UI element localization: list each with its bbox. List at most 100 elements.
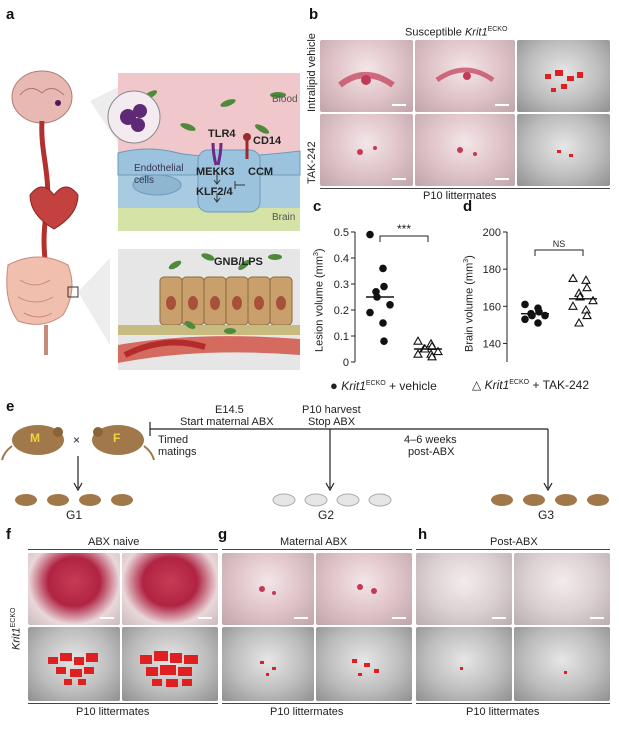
g3-pups-icon	[491, 494, 609, 506]
cd14-label: CD14	[253, 135, 282, 147]
significance-label: ***	[397, 222, 411, 236]
reconstruction-vehicle	[517, 40, 610, 112]
y-tick-label: 0.3	[334, 279, 349, 291]
g1-label: G1	[66, 508, 83, 522]
p10-harvest-label: P10 harvest	[302, 404, 361, 416]
row-label-tak242: TAK-242	[306, 141, 318, 184]
legend-filled-circle-icon: ●	[330, 378, 338, 393]
weeks-label: 4–6 weeks	[404, 434, 457, 446]
g2-label: G2	[318, 508, 335, 522]
panel-h-footer: P10 littermates	[466, 706, 540, 718]
tlr4-label: TLR4	[208, 128, 236, 140]
data-point	[582, 282, 592, 292]
y-tick-label: 0.2	[334, 305, 349, 317]
reconstruction-post-abx-1	[416, 627, 512, 701]
g2-pups-icon	[272, 493, 392, 507]
data-point	[581, 304, 591, 314]
photo-vehicle-2	[415, 40, 515, 112]
panel-label-d: d	[463, 198, 473, 215]
data-point	[427, 351, 437, 361]
photo-maternal-abx-1	[222, 553, 314, 625]
panel-a-illustration	[6, 70, 301, 370]
photo-maternal-abx-2	[316, 553, 412, 625]
panel-label-c: c	[313, 198, 322, 215]
timed-label: Timed	[158, 434, 189, 446]
data-point	[366, 308, 374, 317]
reconstruction-abx-naive-2	[122, 627, 218, 701]
ccm-label: CCM	[248, 166, 274, 178]
matings-label: matings	[158, 446, 197, 458]
y-tick-label: 0	[343, 357, 349, 369]
endothelial-label: Endothelial cells	[134, 163, 184, 186]
legend-vehicle: ● Krit1ECKO + vehicle	[330, 378, 437, 393]
data-point	[568, 301, 578, 310]
mouse-m-label: M	[30, 431, 40, 445]
panel-label-a: a	[6, 6, 15, 23]
photo-tak242-2	[415, 114, 515, 186]
panel-label-g: g	[218, 526, 228, 543]
reconstruction-abx-naive-1	[28, 627, 120, 701]
data-point	[380, 337, 388, 345]
data-point	[413, 336, 423, 345]
data-point	[379, 264, 387, 273]
y-tick-label: 200	[483, 227, 501, 239]
mekk3-label: MEKK3	[196, 166, 235, 178]
significance-label: NS	[553, 239, 566, 249]
panel-e-timeline	[1, 422, 609, 507]
blood-label: Blood	[272, 94, 298, 105]
y-tick-label: 0.5	[334, 227, 349, 239]
g3-label: G3	[538, 508, 555, 522]
panel-b-footer: P10 littermates	[423, 190, 497, 202]
panel-label-f: f	[6, 526, 11, 543]
photo-post-abx-2	[514, 553, 610, 625]
panel-b-title: Susceptible Krit1ECKO	[405, 26, 508, 39]
photo-tak242-1	[320, 114, 413, 186]
data-point	[380, 282, 388, 291]
panel-f-footer: P10 littermates	[76, 706, 150, 718]
row-label-vehicle: Intralipid vehicle	[306, 33, 318, 112]
significance-bracket	[379, 235, 429, 242]
data-point	[366, 230, 374, 239]
panel-h-title: Post-ABX	[490, 536, 538, 548]
legend-tak242: △ Krit1ECKO + TAK-242	[472, 378, 590, 392]
stop-abx-label: Stop ABX	[308, 416, 356, 428]
panel-f-title: ABX naive	[88, 536, 140, 548]
klf-label: KLF2/4	[196, 186, 233, 198]
data-point	[433, 346, 443, 356]
start-abx-label: Start maternal ABX	[180, 416, 274, 428]
heart-illustration	[29, 186, 79, 230]
reconstruction-maternal-abx-2	[316, 627, 412, 701]
data-point	[528, 311, 536, 320]
y-tick-label: 0.4	[334, 253, 349, 265]
post-abx-label: post-ABX	[408, 446, 455, 458]
data-point	[568, 273, 578, 282]
panel-label-h: h	[418, 526, 428, 543]
photo-vehicle-1	[320, 40, 413, 112]
photo-post-abx-1	[416, 553, 512, 625]
panel-f-side-label: Krit1ECKO	[10, 607, 23, 650]
gnb-label: GNB/LPS	[214, 256, 263, 268]
data-point	[541, 311, 549, 320]
lesion-volume-chart: 00.10.20.30.40.5***	[334, 222, 443, 369]
photo-abx-naive-1	[28, 553, 120, 625]
data-point	[379, 319, 387, 327]
data-point	[588, 295, 598, 305]
data-point	[581, 275, 591, 284]
cross-symbol: ×	[73, 433, 81, 447]
panel-label-b: b	[309, 6, 319, 23]
brain-label: Brain	[272, 212, 296, 223]
gut-illustration	[6, 256, 73, 325]
reconstruction-tak242	[517, 114, 610, 186]
data-point	[521, 315, 529, 324]
reconstruction-post-abx-2	[514, 627, 610, 701]
mouse-f-label: F	[113, 431, 121, 445]
panel-g-title: Maternal ABX	[280, 536, 348, 548]
data-point	[534, 319, 542, 327]
y-tick-label: 180	[483, 264, 501, 276]
brain-illustration	[11, 70, 73, 124]
data-point	[582, 310, 592, 320]
data-point	[413, 349, 423, 358]
data-point	[521, 300, 529, 309]
panel-c-ylabel: Lesion volume (mm3)	[313, 248, 326, 352]
